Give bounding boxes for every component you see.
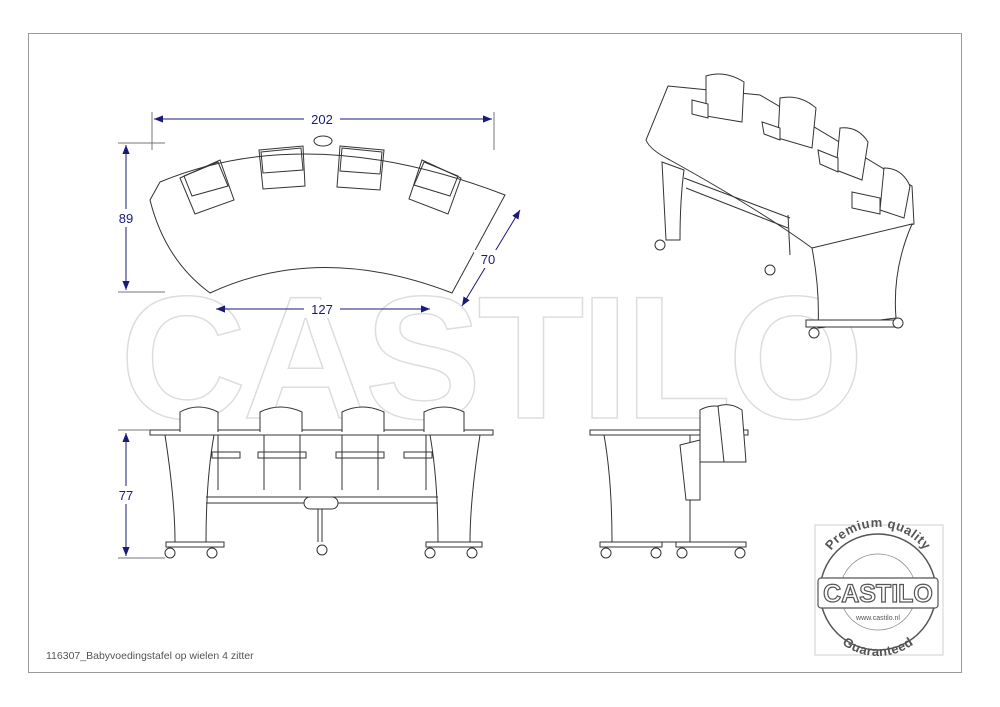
top-chair [408, 159, 462, 215]
drawing-frame [28, 33, 962, 673]
watermark-text: CASTILO [120, 261, 860, 456]
front-view [149, 406, 494, 559]
seal-brand-text: CASTILO [823, 580, 933, 608]
side-view [589, 404, 749, 559]
drawing-caption: 116307_Babyvoedingstafel op wielen 4 zit… [46, 650, 254, 662]
top-chair [336, 145, 385, 191]
dim-inner-label: 127 [311, 302, 333, 317]
seal-url-text: www.castilo.nl [855, 615, 900, 622]
dim-depth-label: 89 [119, 211, 133, 226]
front-chair [335, 406, 385, 490]
front-chair [257, 406, 307, 490]
front-chair [403, 406, 465, 490]
top-view [118, 112, 506, 294]
dim-width-label: 202 [311, 112, 333, 127]
dim-height-label: 77 [119, 488, 133, 503]
front-chair [179, 406, 241, 490]
top-chair [258, 145, 306, 190]
top-chair [179, 159, 235, 215]
isometric-view [645, 73, 915, 339]
dim-side-label: 70 [481, 252, 495, 267]
quality-seal: Premium quality Guaranteed CASTILO www.c… [814, 515, 944, 659]
